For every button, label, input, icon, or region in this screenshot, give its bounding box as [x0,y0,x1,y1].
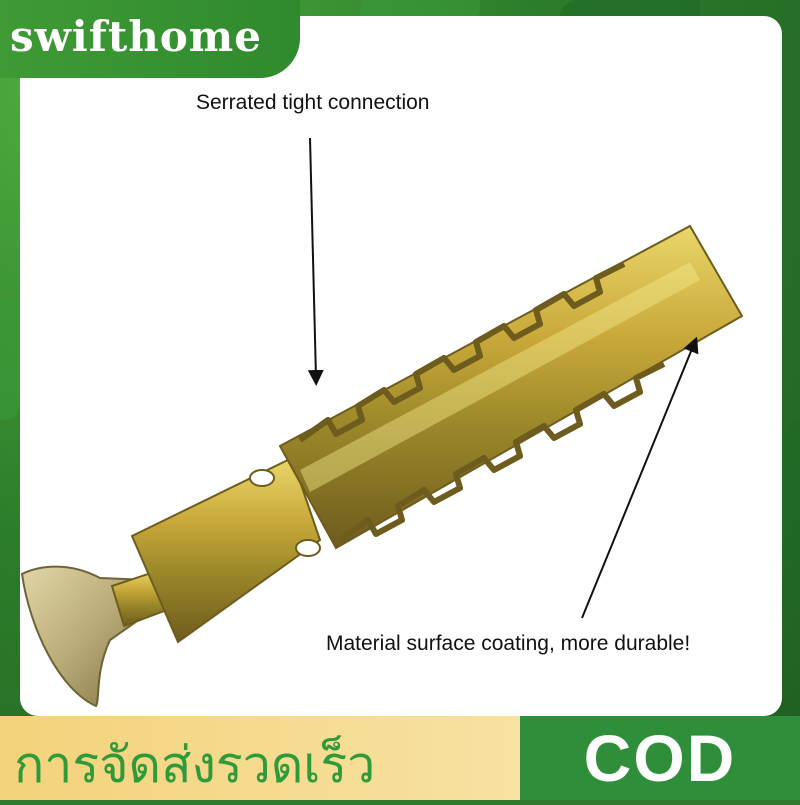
brand-tab [0,0,300,78]
bolt-group [20,224,744,708]
cod-banner [520,716,800,800]
shipping-text: การจัดส่งรวดเร็ว [14,736,376,794]
brand-logo: swifthome [10,12,262,61]
serrated-arrow [307,137,324,386]
serrated-callout: Serrated tight connection [196,91,430,114]
cod-label: COD [583,721,737,795]
coating-arrow [581,336,699,619]
coating-callout: Material surface coating, more durable! [326,632,691,655]
shipping-banner [0,716,520,800]
